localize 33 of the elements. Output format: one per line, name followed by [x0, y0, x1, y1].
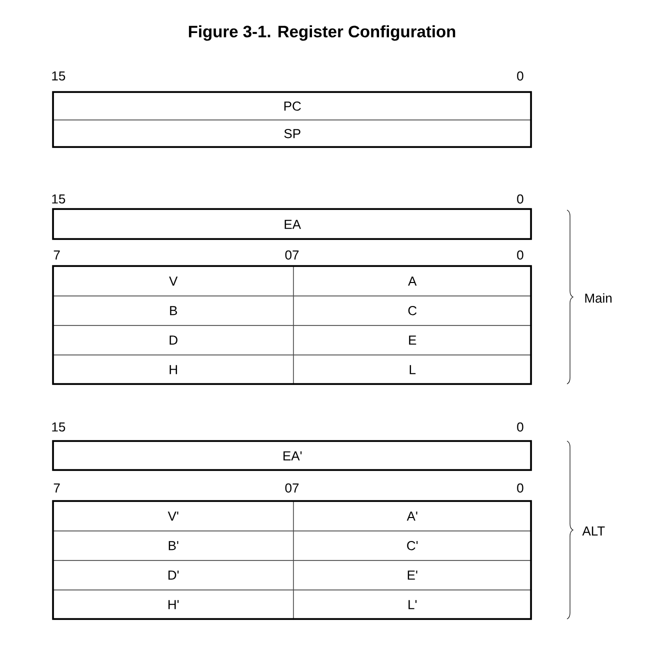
register-cell: B: [53, 296, 294, 326]
register-cell: B': [53, 530, 294, 561]
register-cell: L: [293, 354, 532, 385]
register-cell: E': [293, 560, 532, 590]
bit-number: 07: [285, 250, 299, 260]
register-cell: C: [293, 296, 532, 326]
register-cell: D: [53, 325, 294, 356]
figure-title: Figure 3-1. Register Configuration: [188, 25, 456, 41]
register-cell: D': [53, 560, 294, 590]
bit-number: 7: [54, 484, 60, 492]
register-cell: EA': [53, 441, 532, 471]
register-cell: PC: [53, 92, 532, 120]
register-cell: H': [53, 590, 294, 620]
register-cell: SP: [53, 120, 532, 148]
register-cell: E: [293, 325, 532, 356]
bit-number: 0: [517, 250, 524, 260]
register-cell: V: [53, 266, 294, 296]
register-name: Main: [585, 293, 612, 303]
bit-number: 15: [52, 422, 66, 432]
register-cell: EA: [53, 209, 532, 240]
register-cell: A: [293, 266, 532, 296]
bit-number: 0: [517, 71, 524, 81]
bit-number: 15: [52, 71, 66, 81]
bit-number: 0: [517, 483, 524, 493]
register-name: ALT: [582, 526, 605, 536]
register-cell: H: [53, 354, 294, 385]
register-cell: C': [293, 530, 532, 561]
register-cell: A': [293, 501, 532, 532]
bit-number: 0: [517, 422, 524, 432]
bit-number: 07: [285, 483, 299, 493]
bit-number: 7: [54, 250, 60, 260]
register-cell: L': [293, 590, 532, 620]
register-cell: V': [53, 501, 294, 532]
